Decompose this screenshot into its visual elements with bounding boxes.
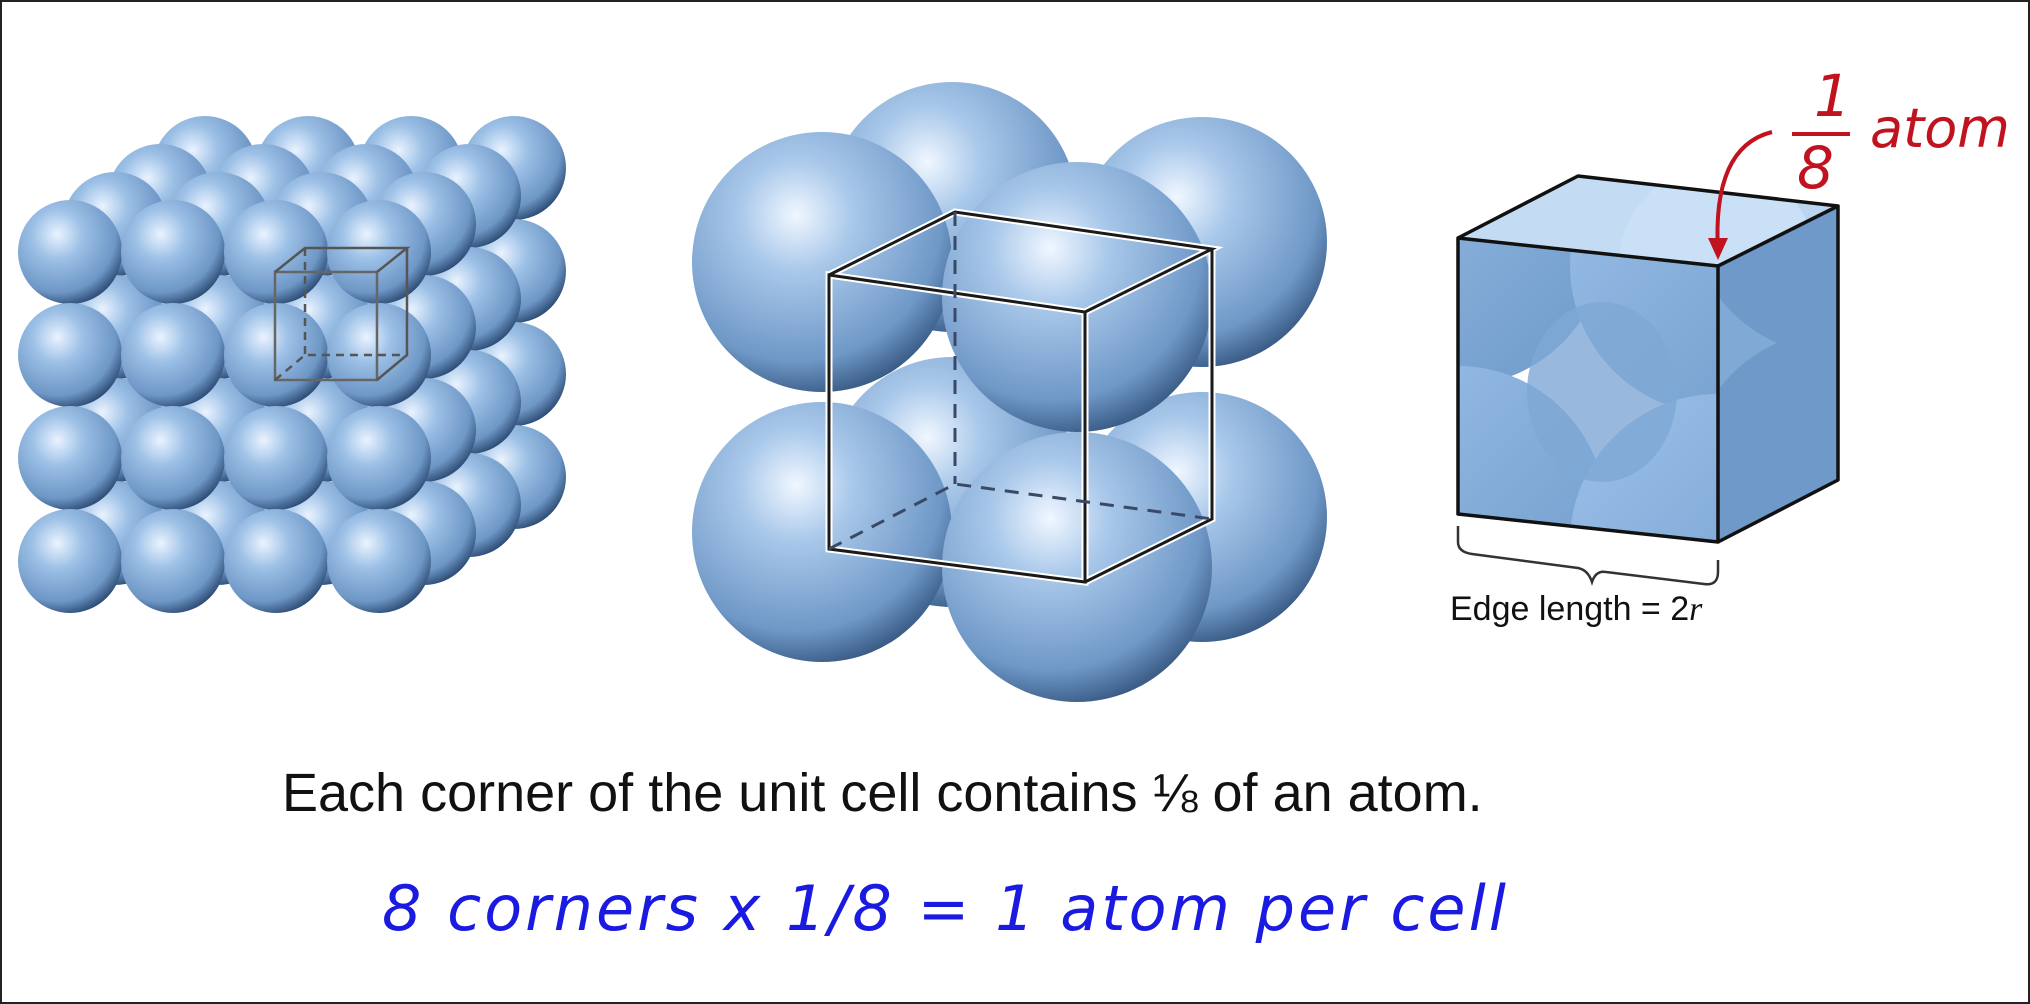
atom-word: atom [1870, 97, 2010, 160]
lattice-sphere [18, 509, 122, 613]
sphere-front-bottom-right [942, 432, 1212, 702]
lattice-sphere [327, 200, 431, 304]
lattice-unit-cell-outline [273, 246, 411, 382]
lattice-sphere [121, 303, 225, 407]
caption: Each corner of the unit cell contains ⅛ … [282, 763, 1483, 823]
sphere-front-top-left [692, 132, 952, 392]
sphere-front-bottom-left [692, 402, 952, 662]
corner-arrow [1708, 130, 1773, 260]
unit-cell-spheres [692, 82, 1327, 702]
lattice-sphere [327, 509, 431, 613]
lattice-sphere [18, 406, 122, 510]
edge-length-prefix: Edge length = 2 [1450, 590, 1690, 628]
edge-length-brace [1456, 526, 1720, 586]
fraction-bar [1792, 132, 1850, 136]
unit-cell-outline [825, 208, 1224, 586]
handwritten-sum: 8 corners x 1/8 = 1 atom per cell [382, 872, 1510, 945]
fraction-numerator: 1 [1814, 62, 1851, 130]
edge-length-variable: r [1689, 591, 1703, 628]
lattice-sphere [121, 406, 225, 510]
lattice-sphere [327, 406, 431, 510]
edge-length-label: Edge length = 2r [1450, 590, 1702, 629]
lattice-sphere [224, 406, 328, 510]
lattice-sphere [18, 200, 122, 304]
sphere-front-top-right [942, 162, 1212, 432]
cut-unit-cell [1456, 174, 1840, 586]
lattice-sphere [18, 303, 122, 407]
lattice-sphere [224, 509, 328, 613]
lattice-sphere [224, 200, 328, 304]
lattice-sphere [121, 509, 225, 613]
lattice-sphere [121, 200, 225, 304]
simple-cubic-lattice [18, 116, 566, 613]
fraction-denominator: 8 [1797, 134, 1834, 202]
